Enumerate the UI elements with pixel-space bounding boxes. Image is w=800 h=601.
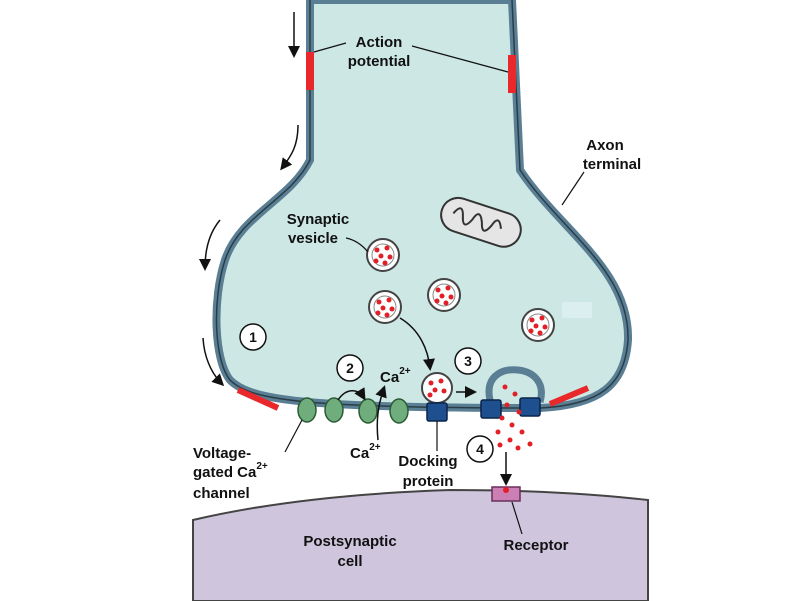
action-potential-bottom-right: [548, 385, 590, 407]
ap-arrow-lower-curve: [202, 337, 225, 387]
docking-protein: [426, 402, 448, 422]
fused-vesicle: [485, 366, 545, 403]
label-docking-protein-line2: protein: [403, 473, 454, 490]
action-potential-bottom-left: [236, 387, 280, 411]
cytoplasm-highlight: [562, 302, 592, 318]
label-receptor: Receptor: [503, 537, 568, 554]
label-axon-terminal-line1: Axon: [586, 137, 624, 154]
label-synaptic-vesicle-line1: Synaptic: [287, 211, 350, 228]
label-action-potential-line1: Action: [356, 34, 403, 51]
voltage-gated-channel: [389, 398, 409, 424]
label-voltage-gated-line3: channel: [193, 485, 250, 502]
label-action-potential-line2: potential: [348, 53, 411, 70]
mitochondrion: [440, 196, 522, 248]
ca-entry-arrow: [375, 385, 387, 441]
docked-vesicle: [421, 372, 453, 404]
label-axon-terminal-line2: terminal: [583, 156, 641, 173]
synaptic-vesicle-3: [427, 278, 461, 312]
ap-arrow-upper-curve: [280, 124, 299, 171]
docking-protein: [519, 397, 541, 417]
svg-text:3: 3: [464, 353, 472, 369]
step-1-marker: 1: [239, 323, 267, 351]
synaptic-vesicle-1: [366, 238, 400, 272]
svg-text:4: 4: [476, 441, 484, 457]
synaptic-vesicle-4: [521, 308, 555, 342]
action-potential-right: [508, 55, 516, 93]
label-docking-protein-line1: Docking: [398, 453, 457, 470]
label-ca-upper: Ca2+: [380, 366, 411, 386]
label-voltage-gated-line2: gated Ca2+: [193, 461, 268, 481]
channel-hop-arrow: [337, 387, 366, 401]
axon-terminal-body: [212, 0, 633, 413]
label-synaptic-vesicle-line2: vesicle: [288, 230, 338, 247]
synaptic-vesicle-2: [368, 290, 402, 324]
svg-text:2: 2: [346, 360, 354, 376]
voltage-gated-channel: [297, 397, 317, 423]
step-2-marker: 2: [336, 354, 364, 382]
ap-arrow-mid-curve: [199, 219, 221, 271]
voltage-gated-channel: [324, 397, 344, 423]
svg-text:1: 1: [249, 329, 257, 345]
docking-protein: [480, 399, 502, 419]
step-4-marker: 4: [466, 435, 494, 463]
voltage-gated-channel: [358, 398, 378, 424]
vesicle-to-membrane-arrow: [399, 317, 435, 371]
postsynaptic-cell: [192, 488, 649, 601]
label-ca-lower: Ca2+: [350, 442, 381, 462]
label-voltage-gated-line1: Voltage-: [193, 445, 251, 462]
action-potential-left: [306, 52, 314, 90]
step-3-marker: 3: [454, 347, 482, 375]
neurotransmitter-cloud: [495, 384, 533, 451]
label-postsynaptic-line1: Postsynaptic: [303, 533, 396, 550]
label-postsynaptic-line2: cell: [337, 553, 362, 570]
